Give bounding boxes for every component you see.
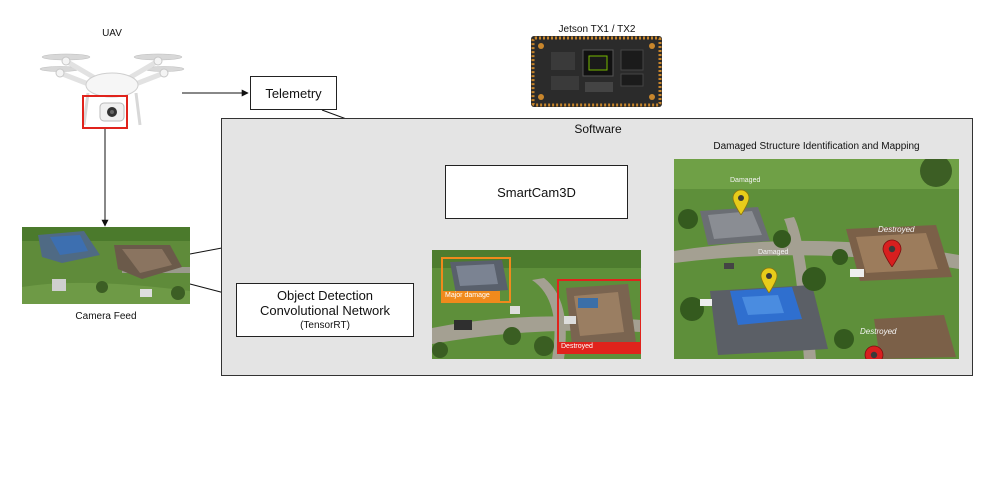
od-line-1: Object Detection xyxy=(276,287,374,303)
location-pin-icon xyxy=(882,239,902,267)
software-title: Software xyxy=(574,122,622,136)
smartcam-box: SmartCam3D xyxy=(445,165,628,219)
map-tag-damaged-2: Damaged xyxy=(758,249,789,256)
location-pin-icon xyxy=(864,345,884,359)
destroyed-tag: Destroyed xyxy=(561,343,593,350)
jetson-label: Jetson TX1 / TX2 xyxy=(558,24,636,35)
location-pin-icon xyxy=(760,267,778,293)
map-tag-destroyed-2: Destroyed xyxy=(860,327,897,336)
drone-icon xyxy=(39,53,185,129)
camera-feed-label: Camera Feed xyxy=(75,311,137,322)
od-line-3: (TensorRT) xyxy=(300,319,350,331)
camera-feed-image xyxy=(22,227,190,304)
telemetry-label: Telemetry xyxy=(265,85,322,101)
map-tag-destroyed-1: Destroyed xyxy=(878,225,915,234)
jetson-board-icon xyxy=(531,36,662,107)
mapping-title: Damaged Structure Identification and Map… xyxy=(713,141,920,152)
major-damage-tag: Major damage xyxy=(445,292,490,299)
damage-map-image: Damaged Destroyed Damaged Destroyed xyxy=(674,159,959,359)
telemetry-box: Telemetry xyxy=(250,76,337,110)
smartcam-label: SmartCam3D xyxy=(497,184,576,200)
location-pin-icon xyxy=(732,189,750,215)
uav-label: UAV xyxy=(102,28,122,39)
map-tag-damaged: Damaged xyxy=(730,177,761,184)
od-line-2: Convolutional Network xyxy=(259,302,391,318)
detection-output-image: Major damage Destroyed xyxy=(432,250,641,359)
object-detection-box: Object Detection Convolutional Network (… xyxy=(236,283,414,337)
